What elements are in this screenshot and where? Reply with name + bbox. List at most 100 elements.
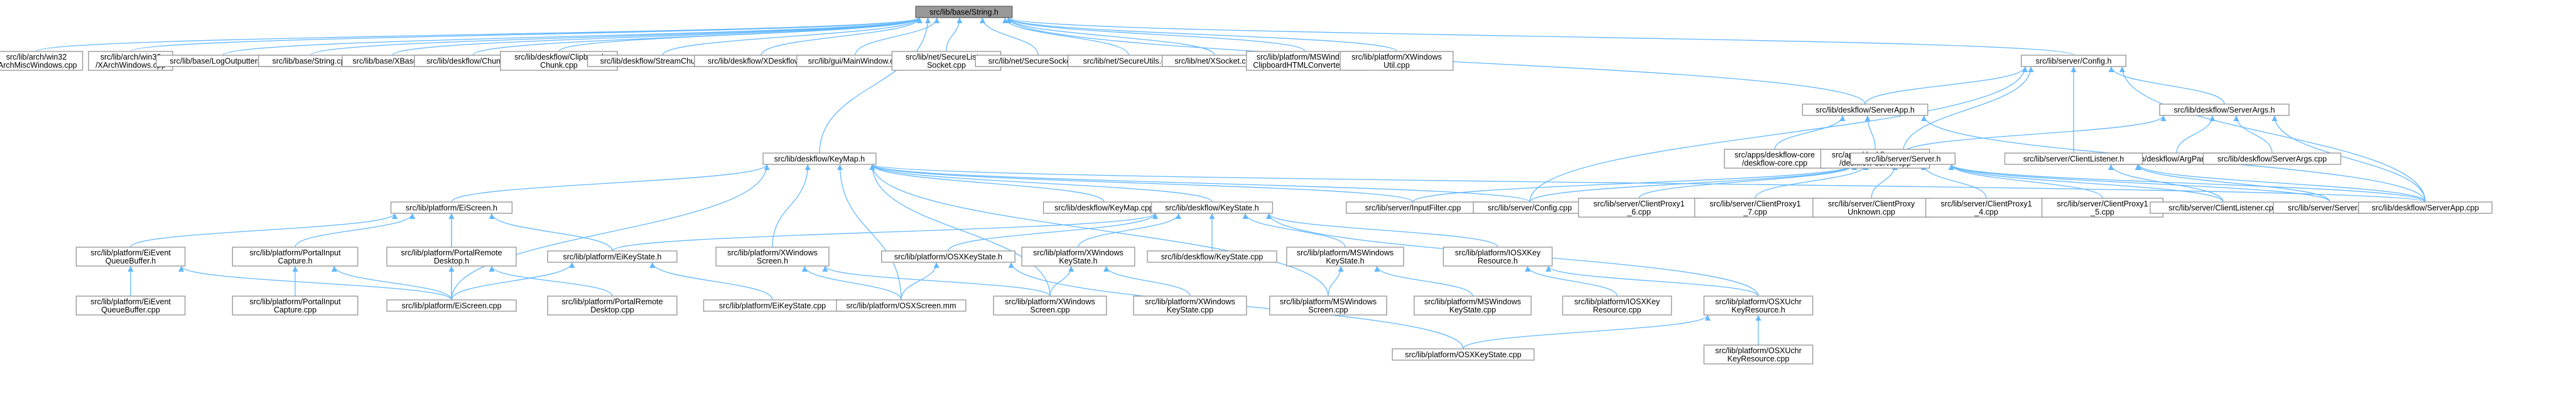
edge-base_string_h-to-xbase: [392, 17, 923, 56]
node-label: src/lib/server/ClientProxy: [1828, 200, 1915, 208]
node-inputfilter[interactable]: src/lib/server/InputFilter.cpp: [1346, 201, 1480, 214]
edge-portalinput_h-to-eiscreen_cpp: [331, 265, 452, 301]
node-serverapp_cpp[interactable]: src/lib/deskflow/ServerApp.cpp: [2358, 201, 2492, 214]
node-config_h[interactable]: src/lib/server/Config.h: [2020, 55, 2127, 67]
node-box: [1578, 198, 1701, 218]
node-string_cpp[interactable]: src/lib/base/String.cpp: [257, 55, 364, 67]
node-label: src/lib/deskflow/StreamChunker.cpp: [600, 56, 725, 65]
edge-base_string_h-to-archmiscwindows: [36, 17, 923, 52]
node-label: Screen.cpp: [1030, 306, 1069, 314]
edge-serverargs_h-to-argparser: [2176, 115, 2216, 154]
node-box: [1392, 348, 1535, 361]
node-server_cpp[interactable]: src/lib/server/Server.cpp: [2273, 201, 2387, 214]
node-osxkeystate_cpp[interactable]: src/lib/platform/OSXKeyState.cpp: [1392, 348, 1535, 361]
edge-server_h-to-inputfilter: [1412, 164, 1858, 203]
node-xsocket[interactable]: src/lib/net/XSocket.cpp: [1161, 55, 1268, 67]
node-serverapp_h[interactable]: src/lib/deskflow/ServerApp.h: [1802, 104, 1929, 116]
node-label: ClipboardHTMLConverter.cpp: [1253, 61, 1356, 70]
node-eiscreen_cpp[interactable]: src/lib/platform/EiScreen.cpp: [386, 299, 517, 312]
node-label: src/lib/platform/EiEvent: [90, 248, 171, 257]
edge-base_string_h-to-securelisten: [946, 17, 963, 52]
node-keystate_cpp[interactable]: src/lib/deskflow/KeyState.cpp: [1147, 250, 1277, 263]
node-config_cpp[interactable]: src/lib/server/Config.cpp: [1473, 201, 1587, 214]
edge-base_string_h-to-logoutputters: [222, 17, 923, 56]
node-label: src/lib/platform/PortalInput: [249, 297, 341, 306]
node-deskflow_core[interactable]: src/apps/deskflow-core/deskflow-core.cpp: [1724, 149, 1826, 169]
node-label: KeyState.h: [1059, 257, 1097, 265]
edge-keymap_h-to-eiscreen_cpp: [451, 164, 770, 301]
node-label: KeyResource.cpp: [1728, 354, 1790, 363]
edge-serverapp_h-to-deskflow_core: [1774, 115, 1846, 150]
edge-keystate_h-to-osxkeystate_h: [948, 213, 1159, 252]
node-box: [881, 250, 1015, 263]
node-mainwindow[interactable]: src/lib/gui/MainWindow.cpp: [796, 55, 914, 67]
node-base_string_h[interactable]: src/lib/base/String.h: [915, 6, 1013, 18]
node-eikeystate_h[interactable]: src/lib/platform/EiKeyState.h: [547, 250, 678, 263]
node-logoutputters[interactable]: src/lib/base/LogOutputters.cpp: [156, 55, 290, 67]
node-keystate_h[interactable]: src/lib/deskflow/KeyState.h: [1150, 201, 1274, 214]
node-label: src/lib/platform/EiScreen.h: [406, 203, 497, 212]
node-box: [1694, 198, 1817, 218]
edge-base_string_h-to-string_cpp: [310, 17, 923, 56]
node-archmiscwindows[interactable]: src/lib/arch/win32/ArchMiscWindows.cpp: [0, 51, 84, 71]
node-eikeystate_cpp[interactable]: src/lib/platform/EiKeyState.cpp: [703, 299, 842, 312]
node-keymap_h[interactable]: src/lib/deskflow/KeyMap.h: [762, 152, 877, 165]
edge-base_string_h-to-xsocket: [1005, 17, 1215, 56]
node-eiscreen_h[interactable]: src/lib/platform/EiScreen.h: [390, 201, 513, 214]
node-box: [1269, 296, 1387, 316]
edge-server_h-to-cpunknown: [1871, 164, 1898, 199]
node-label: src/lib/platform/PortalRemote: [561, 297, 663, 306]
edge-serverargs_h-to-serverargs_cpp: [2233, 115, 2273, 154]
node-label: Unknown.cpp: [1848, 208, 1895, 216]
edge-keystate_h-to-iosxkeyres_h: [1266, 213, 1498, 248]
node-label: src/lib/deskflow/XDeskflow.cpp: [708, 56, 814, 65]
node-label: src/lib/deskflow/Chunk.cpp: [426, 56, 519, 65]
edge-config_h-to-serverapp_cpp: [2119, 66, 2426, 203]
node-cp1_6[interactable]: src/lib/server/ClientProxy1_6.cpp: [1578, 198, 1701, 218]
node-serverargs_cpp[interactable]: src/lib/deskflow/ServerArgs.cpp: [2202, 152, 2342, 165]
node-cp1_5[interactable]: src/lib/server/ClientProxy1_5.cpp: [2041, 198, 2164, 218]
node-cp1_4[interactable]: src/lib/server/ClientProxy1_4.cpp: [1925, 198, 2048, 218]
node-label: src/lib/deskflow/ServerArgs.cpp: [2217, 154, 2327, 163]
node-osxscreen_mm[interactable]: src/lib/platform/OSXScreen.mm: [836, 299, 966, 312]
node-server_h[interactable]: src/lib/server/Server.h: [1849, 152, 1956, 165]
edge-base_string_h-to-keymap_h: [819, 17, 931, 154]
edge-server_h-to-server_cpp: [1948, 164, 2330, 203]
node-label: src/lib/platform/XWindows: [1033, 248, 1123, 257]
node-osxkeystate_h[interactable]: src/lib/platform/OSXKeyState.h: [881, 250, 1015, 263]
node-clientlistener_h[interactable]: src/lib/server/ClientListener.h: [2004, 152, 2143, 165]
node-keymap_cpp[interactable]: src/lib/deskflow/KeyMap.cpp: [1042, 201, 1166, 214]
node-label: src/lib/server/Config.cpp: [1488, 203, 1572, 212]
edge-base_string_h-to-secureutils: [1002, 17, 1129, 56]
node-label: src/lib/server/Server.cpp: [2288, 203, 2372, 212]
node-xdeskflow[interactable]: src/lib/deskflow/XDeskflow.cpp: [694, 55, 828, 67]
node-serverargs_h[interactable]: src/lib/deskflow/ServerArgs.h: [2159, 104, 2290, 116]
node-cp1_7[interactable]: src/lib/server/ClientProxy1_7.cpp: [1694, 198, 1817, 218]
node-box: [1442, 247, 1553, 267]
node-label: src/lib/deskflow/ServerApp.h: [1816, 105, 1915, 114]
edge-base_string_h-to-xdeskflow: [760, 17, 923, 56]
node-box: [2202, 152, 2342, 165]
edge-xwinscreen_h-to-xwinscreen_cpp: [822, 265, 1051, 297]
node-label: src/lib/deskflow/ServerArgs.h: [2173, 105, 2275, 114]
node-label: QueueBuffer.cpp: [101, 306, 160, 314]
